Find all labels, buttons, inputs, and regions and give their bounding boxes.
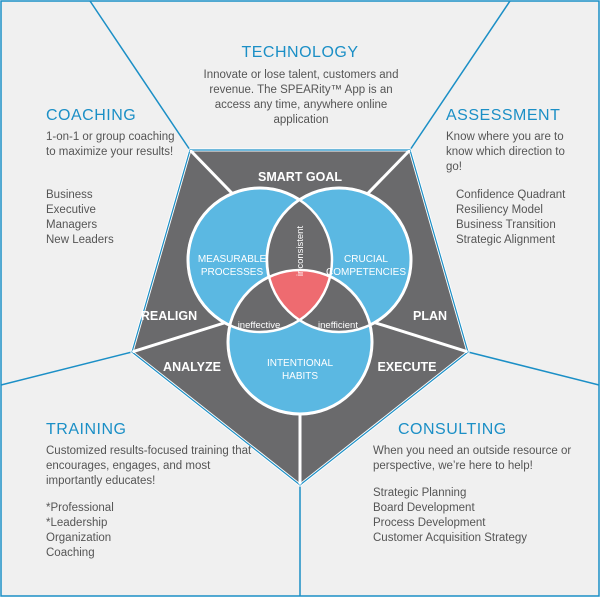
label-intentional: INTENTIONAL	[267, 358, 334, 369]
list-item: *Professional	[46, 502, 114, 514]
list-item: Strategic Alignment	[456, 234, 556, 246]
label-inefficient: inefficient	[318, 320, 358, 331]
list-item: *Leadership	[46, 517, 108, 529]
venn-circles	[186, 186, 413, 416]
list-item: Coaching	[46, 547, 95, 559]
coaching-list: Business Executive Managers New Leaders	[46, 188, 114, 248]
label-competencies: COMPETENCIES	[326, 267, 406, 278]
label-execute: EXECUTE	[377, 360, 436, 374]
list-item: Business Transition	[456, 219, 556, 231]
list-item: Resiliency Model	[456, 204, 543, 216]
training-list: *Professional *Leadership Organization C…	[46, 501, 114, 561]
consulting-list: Strategic Planning Board Development Pro…	[373, 486, 527, 546]
consulting-title: CONSULTING	[398, 421, 507, 438]
list-item: Organization	[46, 532, 112, 544]
label-ineffective: ineffective	[238, 320, 281, 331]
training-title: TRAINING	[46, 421, 127, 438]
technology-title: TECHNOLOGY	[241, 44, 359, 61]
technology-description: Innovate or lose talent, customers and r…	[203, 69, 399, 126]
label-realign: REALIGN	[141, 309, 197, 323]
list-item: Strategic Planning	[373, 487, 467, 499]
coaching-title: COACHING	[46, 107, 137, 124]
list-item: New Leaders	[46, 234, 114, 246]
list-item: Confidence Quadrant	[456, 189, 566, 201]
list-item: Process Development	[373, 517, 486, 529]
label-plan: PLAN	[413, 309, 447, 323]
training-description: Customized results-focused training that…	[46, 445, 252, 487]
list-item: Customer Acquisition Strategy	[373, 532, 528, 544]
assessment-description: Know where you are to know which directi…	[446, 131, 565, 173]
label-processes: PROCESSES	[201, 267, 264, 278]
label-smart-goal: SMART GOAL	[258, 170, 342, 184]
label-habits: HABITS	[282, 371, 318, 382]
label-measurable: MEASURABLE	[198, 254, 267, 265]
assessment-title: ASSESSMENT	[446, 107, 561, 124]
list-item: Business	[46, 189, 93, 201]
list-item: Managers	[46, 219, 98, 231]
label-inconsistent: inconsistent	[295, 226, 306, 277]
label-crucial: CRUCIAL	[344, 254, 388, 265]
list-item: Executive	[46, 204, 96, 216]
coaching-description: 1-on-1 or group coaching to maximize you…	[46, 131, 175, 158]
label-analyze: ANALYZE	[163, 360, 221, 374]
assessment-list: Confidence Quadrant Resiliency Model Bus…	[456, 188, 565, 248]
consulting-description: When you need an outside resource or per…	[373, 445, 572, 472]
list-item: Board Development	[373, 502, 475, 514]
